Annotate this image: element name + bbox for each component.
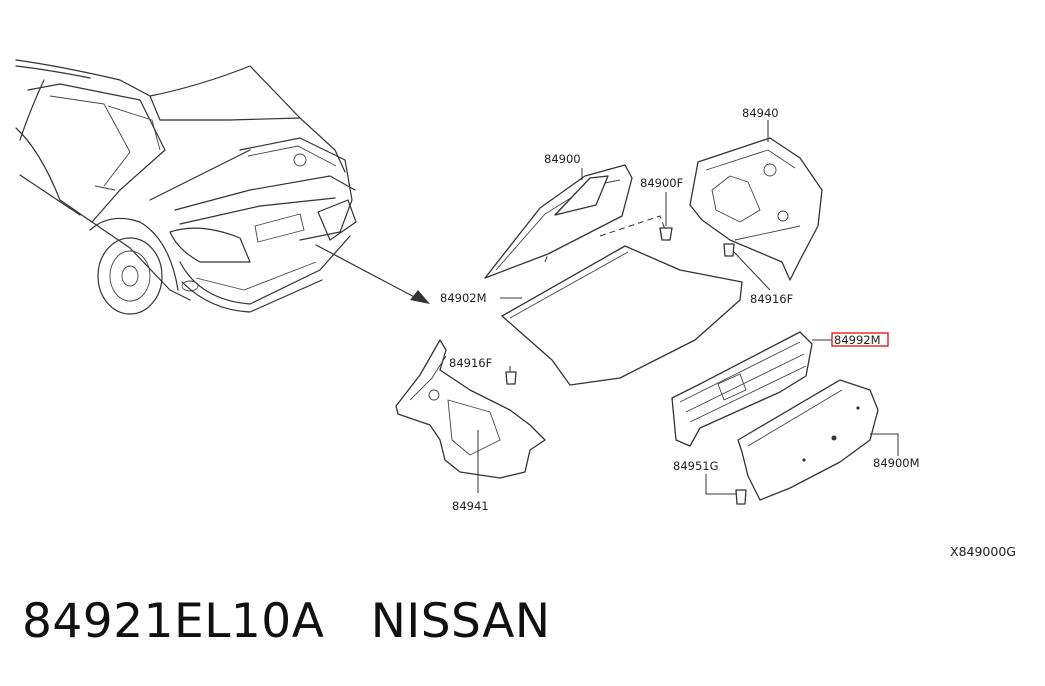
label-84900F[interactable]: 84900F [640, 176, 683, 190]
label-84916F-right[interactable]: 84916F [750, 292, 793, 306]
part-84916F-left-shape [505, 366, 517, 385]
part-84900M-shape [737, 379, 899, 501]
part-caption: 84921EL10A NISSAN [22, 594, 551, 649]
car-illustration [15, 59, 430, 315]
label-84900[interactable]: 84900 [544, 152, 581, 166]
label-84992M[interactable]: 84992M [834, 333, 881, 347]
part-84940-shape [689, 120, 823, 281]
part-84916F-right-shape [723, 243, 771, 291]
part-84951G-shape [705, 474, 747, 505]
part-84992M-shape [671, 331, 832, 447]
caption-part-number: 84921EL10A [22, 594, 325, 649]
label-84900M[interactable]: 84900M [873, 456, 920, 470]
diagram-reference-id: X849000G [950, 544, 1016, 559]
part-84900F-shape [659, 192, 673, 241]
part-84900-shape [484, 164, 667, 279]
label-84951G[interactable]: 84951G [673, 459, 719, 473]
caption-brand: NISSAN [370, 594, 551, 649]
part-84941-shape [395, 339, 546, 493]
label-84902M[interactable]: 84902M [440, 291, 487, 305]
label-84940[interactable]: 84940 [742, 106, 779, 120]
part-84902M-shape [500, 245, 743, 386]
highlight-box [831, 332, 889, 347]
label-84916F-left[interactable]: 84916F [449, 356, 492, 370]
label-84941[interactable]: 84941 [452, 499, 489, 513]
